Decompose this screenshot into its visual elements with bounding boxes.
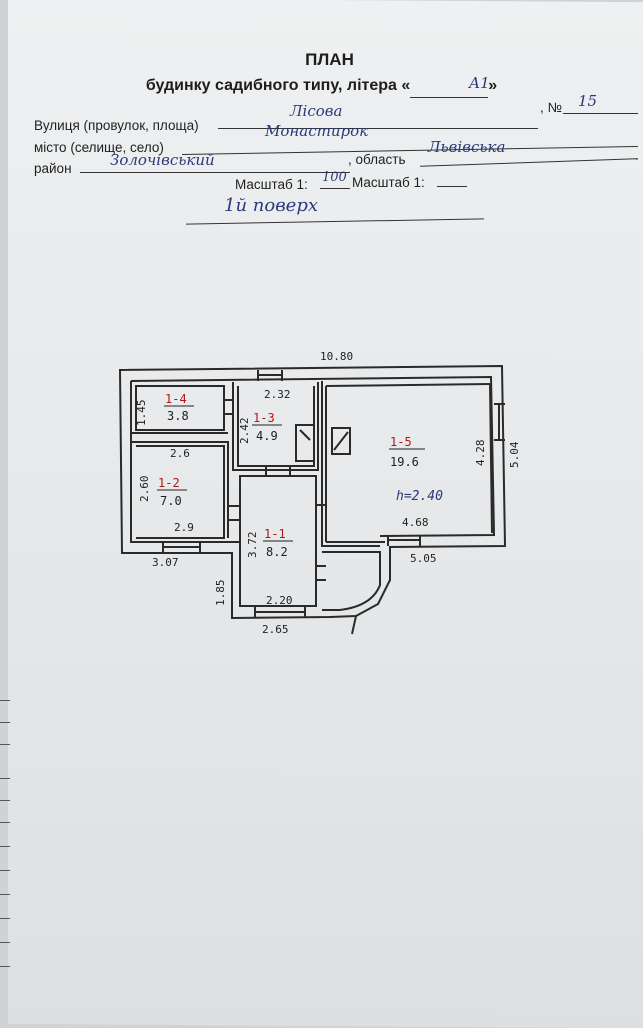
district-value: Золочівський	[110, 151, 215, 169]
street-underline	[218, 128, 538, 129]
room-1-2-inner	[136, 445, 225, 539]
walls	[118, 364, 507, 635]
room-1-1-number: 1-1	[264, 527, 286, 541]
room-1-4-number: 1-4	[165, 392, 187, 406]
room-1-3-box	[232, 382, 319, 471]
scale-label-2: Масштаб 1:	[352, 175, 425, 190]
room-labels: 1-4 3.8 1-3 4.9 1-2 7.0 1-1 8.2 1-5 19.6…	[157, 392, 443, 559]
dim-5-04: 5.04	[508, 441, 521, 468]
dim-1-85: 1.85	[214, 580, 227, 607]
subtitle-close: »	[488, 77, 498, 94]
floor-value: 1й поверх	[224, 195, 318, 216]
room-1-3-area: 4.9	[256, 429, 278, 443]
porch	[322, 551, 381, 611]
room-1-5-number: 1-5	[390, 435, 412, 449]
district-underline	[80, 172, 350, 173]
litera-value: А1	[468, 74, 490, 92]
window-r15-bottom	[387, 535, 421, 546]
room-1-2-area: 7.0	[160, 494, 182, 508]
dim-overall-width: 10.80	[320, 350, 353, 363]
dim-3-72: 3.72	[246, 532, 259, 559]
dim-2-42: 2.42	[238, 418, 251, 445]
dim-2-65: 2.65	[262, 623, 289, 636]
window-top	[257, 370, 283, 381]
dim-4-68: 4.68	[402, 516, 429, 529]
scale-underline-1	[320, 188, 350, 189]
scale-label-1: Масштаб 1:	[235, 177, 308, 192]
region-value: Львівська	[428, 138, 506, 156]
room-height-note: h=2.40	[396, 489, 443, 504]
street-value: Лісова	[290, 102, 343, 120]
plan-subtitle: будинку садибного типу, літера « А1»	[0, 74, 643, 98]
room-1-5-inner-top	[325, 383, 491, 387]
room-1-4-inner	[135, 385, 225, 431]
number-underline	[563, 113, 638, 114]
outer-wall-inner-left	[130, 381, 240, 543]
dim-2-32: 2.32	[264, 388, 291, 401]
number-value: 15	[578, 92, 598, 110]
district-label: район	[34, 161, 72, 176]
dim-2-6: 2.6	[170, 447, 190, 460]
dim-2-9: 2.9	[174, 521, 194, 534]
door-marks	[224, 399, 326, 581]
street-label: Вулиця (провулок, площа)	[34, 118, 199, 133]
dim-3-07: 3.07	[152, 556, 179, 569]
room-1-3-number: 1-3	[253, 411, 275, 425]
dim-2-60: 2.60	[138, 476, 151, 503]
room-1-4-area: 3.8	[167, 409, 189, 423]
room-1-2-number: 1-2	[158, 476, 180, 490]
porch-step	[351, 615, 357, 635]
window-r15-right	[494, 403, 505, 441]
window-r11	[254, 606, 306, 618]
room-1-5-area: 19.6	[390, 455, 419, 469]
outer-wall-inner-top	[130, 375, 496, 537]
stove-mark	[299, 429, 311, 441]
wall-r15-left	[321, 381, 380, 547]
city-label: місто (селище, село)	[34, 140, 164, 155]
dim-5-05: 5.05	[410, 552, 437, 565]
dim-4-28: 4.28	[474, 440, 487, 467]
number-label: , №	[540, 100, 562, 115]
room-1-1-area: 8.2	[266, 545, 288, 559]
city-value: Монастирок	[265, 122, 369, 140]
plan-title: ПЛАН	[305, 50, 354, 69]
subtitle-text: будинку садибного типу, літера «	[145, 77, 411, 94]
stove	[295, 424, 315, 462]
scale-value-1: 100	[322, 170, 347, 185]
dimension-labels: 10.80 2.32 1.45 2.42 2.6 2.60 2.9 3.07 3…	[135, 350, 521, 636]
dim-2-20: 2.20	[266, 594, 293, 607]
fireplace-mark	[333, 431, 349, 451]
window-r12	[162, 542, 201, 553]
dim-1-45: 1.45	[135, 400, 148, 427]
region-label: , область	[348, 152, 406, 167]
room-1-5-inner-right	[489, 383, 493, 534]
outer-wall-outline	[118, 364, 507, 620]
scale-underline-2	[437, 186, 467, 187]
adjacent-page-lines	[0, 700, 10, 1026]
fireplace	[331, 427, 351, 455]
